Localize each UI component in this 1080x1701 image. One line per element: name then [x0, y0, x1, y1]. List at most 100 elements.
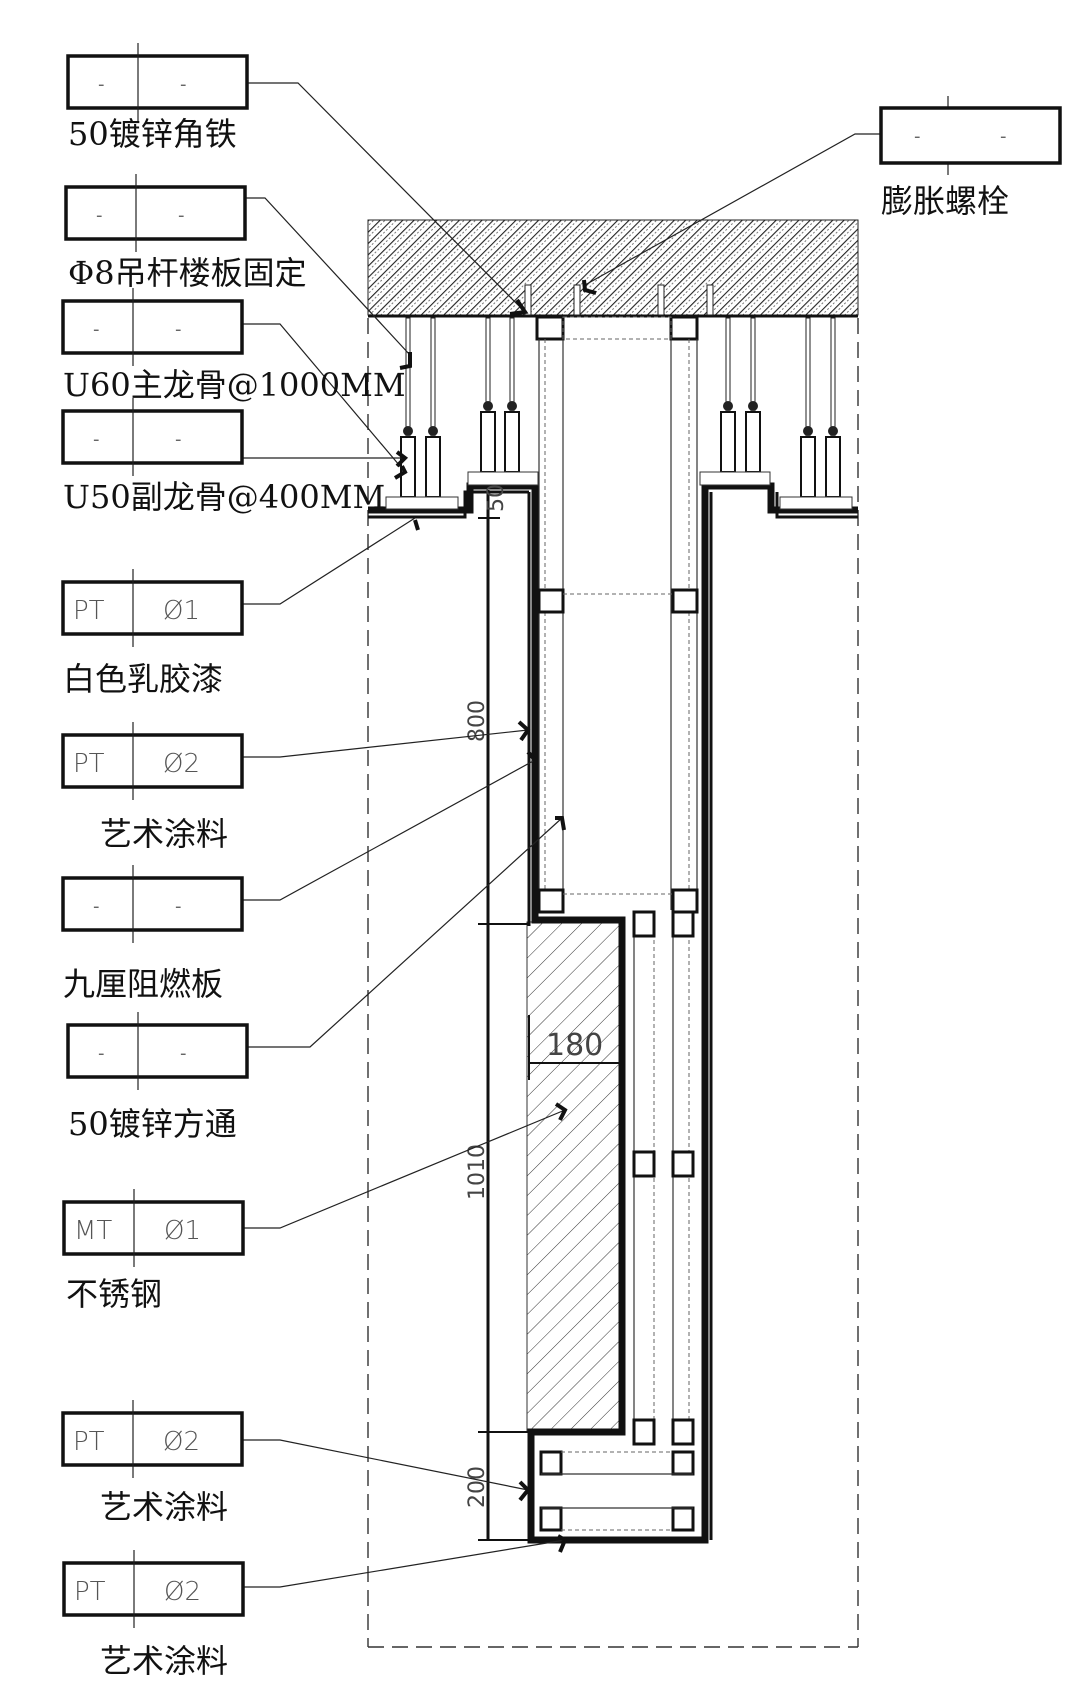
callout-code-left: MT: [74, 1216, 112, 1246]
hanger-rod: [830, 317, 836, 438]
callout-code-left: -: [98, 1043, 105, 1064]
steel-frame-lower: [632, 910, 695, 1446]
callout-right: - - 膨胀螺栓: [879, 96, 1062, 220]
boundary-dashed: [367, 318, 859, 1648]
hanger-nut: [507, 401, 517, 411]
callout-code-right: -: [175, 896, 182, 917]
steel-frame-bottom: [539, 1450, 695, 1532]
dimension-lines: [478, 490, 622, 1541]
hanger-rod: [405, 317, 411, 438]
hanger-rod: [430, 317, 436, 438]
finish-board-outline: [368, 482, 858, 1544]
callout-fire-retardant-board: - - 九厘阻燃板: [61, 865, 244, 1003]
callouts-left: - - 50镀锌角铁 - - Φ8吊杆楼板固定 - - U60主龙骨@1000MM - - U50副龙…: [61, 43, 406, 1680]
callout-code-right: -: [175, 429, 182, 450]
callout-code-left: -: [98, 74, 105, 95]
callout-code-right: -: [180, 74, 187, 95]
callout-tag-expansion-bolt: [879, 106, 1062, 165]
callout-code-left: -: [93, 319, 100, 340]
stainless-steel-panel: [526, 921, 620, 1433]
hanger-nut: [723, 401, 733, 411]
hanger-nut: [428, 426, 438, 436]
callout-code-right: -: [1000, 126, 1007, 147]
callout-code-right: -: [180, 1043, 187, 1064]
callout-tag: [61, 733, 244, 789]
hanger-clip: [425, 436, 441, 498]
callout-tag: [61, 299, 244, 355]
hanger-clip: [800, 436, 816, 498]
hanger-clip: [745, 411, 761, 473]
callout-tag: [66, 54, 249, 110]
top-steel-tubes: [535, 315, 699, 341]
callout-tag: [61, 409, 244, 465]
callout-main-keel: - - U60主龙骨@1000MM: [61, 288, 406, 404]
callout-label: 艺术涂料: [100, 1642, 228, 1680]
callout-label: 九厘阻燃板: [63, 965, 223, 1003]
callout-art-coating-1: PT Ø2 艺术涂料: [61, 722, 244, 853]
callout-code-right: -: [178, 205, 185, 226]
callout-secondary-keel: - - U50副龙骨@400MM: [61, 398, 385, 516]
callout-code-right: Ø2: [163, 749, 200, 779]
callout-code-right: -: [175, 319, 182, 340]
leader-arrowheads: [393, 279, 597, 1553]
callout-label-expansion-bolt: 膨胀螺栓: [881, 182, 1009, 220]
callout-code-right: Ø2: [164, 1577, 201, 1607]
hanger-nut: [483, 401, 493, 411]
callout-galvanized-tube: - - 50镀锌方通: [66, 1012, 249, 1143]
callout-label: 白色乳胶漆: [63, 660, 223, 698]
callout-code-left: PT: [73, 1427, 105, 1457]
callout-tag: [61, 1411, 244, 1467]
callout-code-left: PT: [74, 1577, 106, 1607]
hanger-rod: [750, 317, 756, 413]
hanger-clip: [480, 411, 496, 473]
callout-tag: [66, 1023, 249, 1079]
dim-middle-height: 1010: [465, 1144, 490, 1200]
callout-code-left: -: [96, 205, 103, 226]
hanger-rod: [485, 317, 491, 413]
callout-code-right: Ø1: [164, 1216, 201, 1246]
callout-tag: [64, 185, 247, 241]
callout-tag: [62, 1561, 245, 1617]
callout-code-right: Ø2: [163, 1427, 200, 1457]
dim-bottom-height: 200: [465, 1466, 490, 1508]
callout-code-left: -: [93, 429, 100, 450]
concrete-slab: [367, 219, 859, 316]
hanger-clip: [825, 436, 841, 498]
callout-label: 艺术涂料: [100, 815, 228, 853]
callout-code-right: Ø1: [163, 596, 200, 626]
dim-panel-depth: 180: [546, 1028, 603, 1063]
dim-top-offset: 50: [484, 484, 509, 512]
callout-label: 不锈钢: [66, 1275, 162, 1313]
hanger-nut: [748, 401, 758, 411]
callout-label: U50副龙骨@400MM: [63, 478, 385, 516]
leader-lines: [242, 82, 881, 1588]
callout-label: Φ8吊杆楼板固定: [68, 254, 307, 292]
callout-tag: [61, 876, 244, 932]
expansion-bolts: [524, 284, 714, 316]
callout-hanger-rod: - - Φ8吊杆楼板固定: [64, 174, 307, 292]
callout-code-left: -: [93, 896, 100, 917]
callout-tag: [62, 1200, 245, 1256]
hanger-rods: [400, 317, 841, 498]
callout-code-left: PT: [73, 749, 105, 779]
callout-art-coating-3: PT Ø2 艺术涂料: [62, 1550, 245, 1680]
callout-label: 艺术涂料: [100, 1488, 228, 1526]
callout-label: 50镀锌角铁: [68, 115, 237, 153]
hanger-nut: [803, 426, 813, 436]
hanger-rod: [805, 317, 811, 438]
hanger-nut: [828, 426, 838, 436]
callout-tag: [61, 580, 244, 636]
keel-plates: [385, 471, 853, 510]
callout-galvanized-angle: - - 50镀锌角铁: [66, 43, 249, 153]
callout-art-coating-2: PT Ø2 艺术涂料: [61, 1400, 244, 1526]
hanger-rod: [725, 317, 731, 413]
hanger-nut: [403, 426, 413, 436]
hanger-rod: [509, 317, 515, 413]
callout-label: 50镀锌方通: [68, 1105, 237, 1143]
callout-label: U60主龙骨@1000MM: [63, 366, 406, 404]
hanger-clip: [504, 411, 520, 473]
callout-code-left: -: [914, 126, 921, 147]
